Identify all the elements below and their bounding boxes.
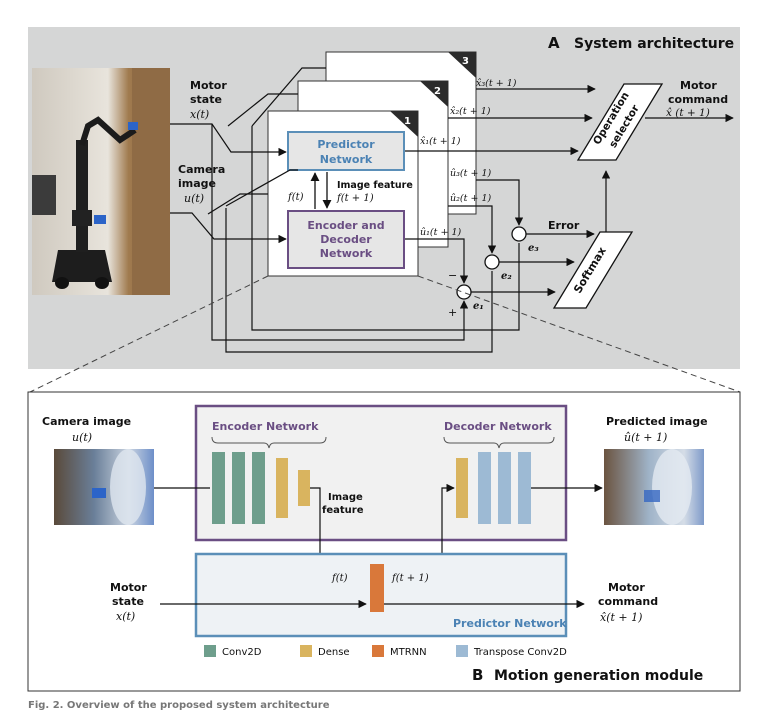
b-image-feature-2: feature: [322, 505, 364, 516]
a-motor-state-2: state: [190, 93, 222, 106]
a-image-feature-1: Image feature: [337, 180, 413, 191]
predicted-camera-image: [604, 449, 704, 525]
predicted-image-label: Predicted image: [606, 415, 708, 428]
dec-tconv2d-3: [518, 452, 531, 524]
b-motor-command-var: x̂(t + 1): [600, 611, 642, 624]
motor-state-input-lines: [170, 67, 326, 157]
comparator-e3: [511, 226, 527, 242]
figure-caption: Fig. 2. Overview of the proposed system …: [28, 700, 330, 710]
minus-sign: −: [448, 269, 457, 282]
legend-label-transpose-conv2d: Transpose Conv2D: [473, 647, 567, 658]
input-camera-image: [54, 449, 154, 525]
card-number-3: 3: [462, 56, 469, 67]
robot-photo: [32, 68, 170, 295]
u2-pred-label: û₂(t + 1): [450, 193, 491, 204]
b-camera-image-label: Camera image: [42, 415, 131, 428]
a-motor-state-var: x(t): [190, 108, 209, 121]
error-label: Error: [548, 219, 580, 232]
u1-pred-line: [405, 238, 469, 284]
comparator-e1: [456, 284, 472, 300]
x1-pred-label: x̂₁(t + 1): [420, 136, 461, 147]
card-number-1: 1: [404, 116, 411, 127]
a-motor-state-1: Motor: [190, 79, 227, 92]
legend-label-mtrnn: MTRNN: [390, 647, 427, 658]
encoder-label-3: Network: [320, 247, 373, 260]
decoder-network-label: Decoder Network: [444, 420, 552, 433]
predictor-label-2: Network: [320, 153, 373, 166]
b-motor-state-1: Motor: [110, 581, 147, 594]
b-f-t-label: f(t): [331, 573, 348, 584]
legend-swatch-conv2d: [204, 645, 216, 657]
a-image-feature-2: f(t + 1): [336, 193, 374, 204]
enc-dense-1: [276, 458, 288, 518]
a-camera-image-1: Camera: [178, 163, 225, 176]
zoom-line-left: [29, 275, 269, 393]
predictor-label-1: Predictor: [317, 138, 375, 151]
encoder-network-label: Encoder Network: [212, 420, 319, 433]
u1-pred-label: û₁(t + 1): [420, 227, 461, 238]
b-camera-image-var: u(t): [72, 431, 92, 444]
camera-image-input-lines: [170, 169, 298, 244]
enc-conv2d-3: [252, 452, 265, 524]
u2-pred-line: [448, 205, 497, 254]
encoder-label-1: Encoder and: [307, 219, 384, 232]
enc-dense-2: [298, 470, 310, 506]
enc-conv2d-2: [232, 452, 245, 524]
b-f-t1-label: f(t + 1): [391, 573, 429, 584]
e1-label: e₁: [473, 301, 484, 312]
u3-pred-label: û₃(t + 1): [450, 168, 491, 179]
b-motor-state-2: state: [112, 595, 144, 608]
zoom-line-right: [417, 275, 741, 393]
dec-tconv2d-1: [478, 452, 491, 524]
softmax-block: [552, 231, 634, 309]
b-image-feature-1: Image: [328, 492, 363, 503]
encoder-label-2: Decoder: [320, 233, 372, 246]
legend: Conv2D Dense MTRNN Transpose Conv2D: [204, 645, 567, 658]
panel-b-title: Motion generation module: [494, 668, 703, 684]
comparator-e2: [484, 254, 500, 270]
dec-tconv2d-2: [498, 452, 511, 524]
enc-conv2d-1: [212, 452, 225, 524]
b-motor-command-1: Motor: [608, 581, 645, 594]
e2-label: e₂: [501, 271, 512, 282]
plus-sign: +: [448, 306, 457, 319]
predicted-image-var: û(t + 1): [624, 431, 667, 444]
predictor-network-block: [287, 131, 405, 171]
u3-pred-line: [476, 179, 524, 226]
encoder-decoder-block: [287, 210, 405, 269]
a-f-t-label: f(t): [287, 192, 304, 203]
mtrnn-layer: [370, 564, 384, 612]
predictor-network-label: Predictor Network: [453, 617, 567, 630]
e3-label: e₃: [528, 243, 539, 254]
b-motor-command-2: command: [598, 595, 658, 608]
dec-dense-1: [456, 458, 468, 518]
card-number-2: 2: [434, 86, 441, 97]
panel-a-letter: A: [548, 34, 560, 52]
a-camera-image-var: u(t): [184, 192, 204, 205]
decoder-brace: [443, 436, 555, 449]
a-motor-command-var: x̂ (t + 1): [666, 107, 710, 119]
x2-pred-label: x̂₂(t + 1): [450, 106, 491, 117]
panel-b-letter: B: [472, 666, 483, 684]
b-motor-state-var: x(t): [116, 610, 135, 623]
legend-swatch-transpose-conv2d: [456, 645, 468, 657]
legend-swatch-mtrnn: [372, 645, 384, 657]
panel-a-title: System architecture: [574, 36, 734, 52]
a-camera-image-2: image: [178, 177, 216, 190]
a-motor-command-2: command: [668, 93, 728, 106]
legend-label-conv2d: Conv2D: [222, 647, 262, 658]
feedback-loops: [211, 124, 520, 353]
x3-pred-label: x̂₃(t + 1): [476, 78, 517, 89]
encoder-brace: [211, 436, 327, 449]
legend-swatch-dense: [300, 645, 312, 657]
a-motor-command-1: Motor: [680, 79, 717, 92]
legend-label-dense: Dense: [318, 647, 350, 658]
operation-selector-block: [576, 83, 664, 161]
